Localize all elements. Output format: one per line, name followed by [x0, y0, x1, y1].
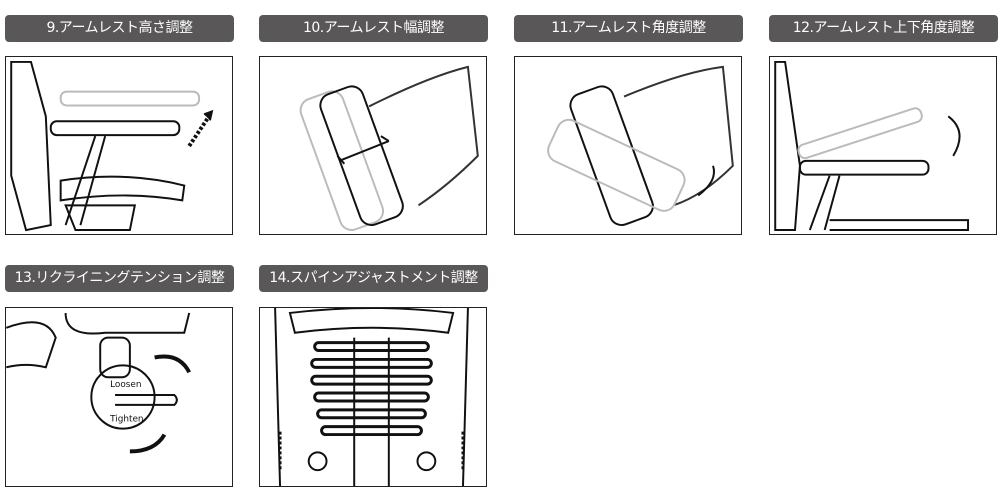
armrest-width-illustration [259, 56, 487, 235]
section-label-armrest-tilt: 12.アームレスト上下角度調整 [769, 15, 998, 42]
armrest-tilt-illustration [769, 56, 997, 235]
recline-tension-illustration: Loosen Tighten [5, 307, 233, 487]
armrest-height-illustration [5, 56, 233, 235]
section-label-recline-tension: 13.リクライニングテンション調整 [5, 265, 234, 292]
tighten-text: Tighten [109, 415, 143, 425]
section-label-armrest-angle: 11.アームレスト角度調整 [514, 15, 743, 42]
spine-adjustment-illustration [259, 307, 487, 487]
section-label-armrest-width: 10.アームレスト幅調整 [259, 15, 488, 42]
section-label-spine-adjustment: 14.スパインアジャストメント調整 [259, 265, 488, 292]
section-label-armrest-height: 9.アームレスト高さ調整 [5, 15, 234, 42]
loosen-text: Loosen [110, 380, 141, 390]
armrest-angle-illustration [514, 56, 742, 235]
